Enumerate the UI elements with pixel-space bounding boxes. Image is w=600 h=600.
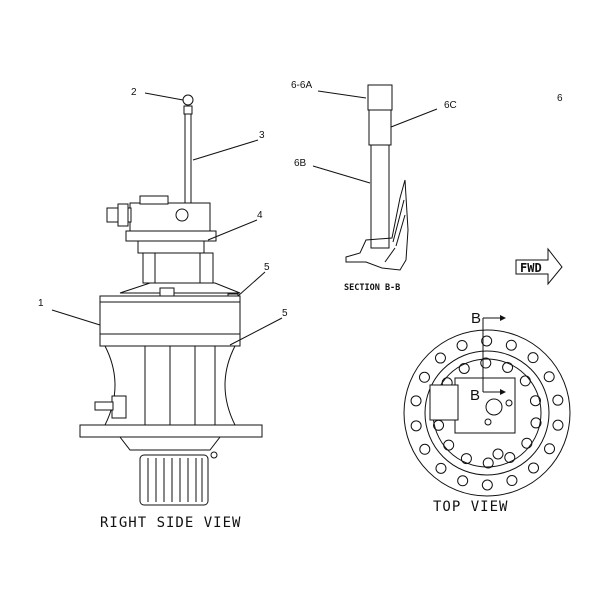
top-view-caption: TOP VIEW [433,499,508,515]
bolt-hole [505,339,517,351]
dipstick-eyelet [182,94,194,106]
callout-5-upper: 5 [264,262,270,273]
bolt-hole [502,361,514,373]
right-side-view-drawing [51,92,283,506]
bolt-hole [544,443,556,455]
bolt-hole [527,352,539,364]
callout-6b: 6B [294,158,307,169]
pinion-gear [139,454,209,506]
bolt-hole [506,475,518,487]
bolt-hole [521,437,533,449]
callout-5-lower: 5 [282,308,288,319]
bolt-hole [481,335,493,347]
right-side-view-caption: RIGHT SIDE VIEW [100,515,241,531]
callout-4: 4 [257,210,263,221]
bolt-hole [528,462,540,474]
callout-2: 2 [131,87,137,98]
section-b-b-drawing [312,84,438,271]
bolt-hole [482,457,494,469]
bolt-hole [434,352,446,364]
bolt-hole [543,371,555,383]
bolt-hole [456,339,468,351]
callout-1: 1 [38,298,44,309]
section-mark-b-upper: B [471,310,481,327]
bolt-hole [552,419,564,431]
leader-lines [51,92,283,346]
bolt-hole [418,371,430,383]
fwd-label: FWD [520,261,542,275]
bolt-hole [457,475,469,487]
section-mark-b-lower: B [470,387,480,404]
bolt-hole [552,394,564,406]
bolt-hole [480,357,492,369]
top-view-drawing [403,315,571,497]
bolt-hole [443,439,455,451]
bolt-hole [481,479,493,491]
bolt-hole [460,453,472,465]
callout-6: 6 [557,93,563,104]
bolt-hole [458,362,470,374]
bolt-hole [504,452,516,464]
section-b-b-caption: SECTION B-B [344,283,400,293]
bolt-hole [529,395,541,407]
fwd-arrow [515,247,563,286]
bolt-hole [410,395,422,407]
callout-3: 3 [259,130,265,141]
callout-6c: 6C [444,100,457,111]
bolt-hole [433,419,445,431]
callout-6-6a: 6-6A [291,80,312,91]
bolt-hole [530,417,542,429]
base-flange [79,424,263,438]
bolt-hole [419,443,431,455]
bolt-hole [410,420,422,432]
valve-block [129,202,211,232]
bolt-hole [519,375,531,387]
bolt-hole [435,462,447,474]
